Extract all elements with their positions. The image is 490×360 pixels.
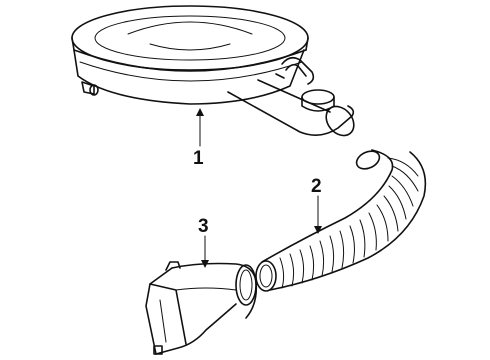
callout-1: 1	[193, 108, 204, 169]
intake-duct-hose	[255, 149, 427, 292]
callout-label-2: 2	[311, 176, 322, 197]
duct-adapter	[145, 261, 258, 355]
callout-2: 2	[311, 176, 322, 234]
callout-label-1: 1	[193, 148, 204, 169]
callout-3: 3	[198, 216, 209, 268]
air-cleaner-assembly	[71, 5, 355, 137]
callout-label-3: 3	[198, 216, 209, 237]
